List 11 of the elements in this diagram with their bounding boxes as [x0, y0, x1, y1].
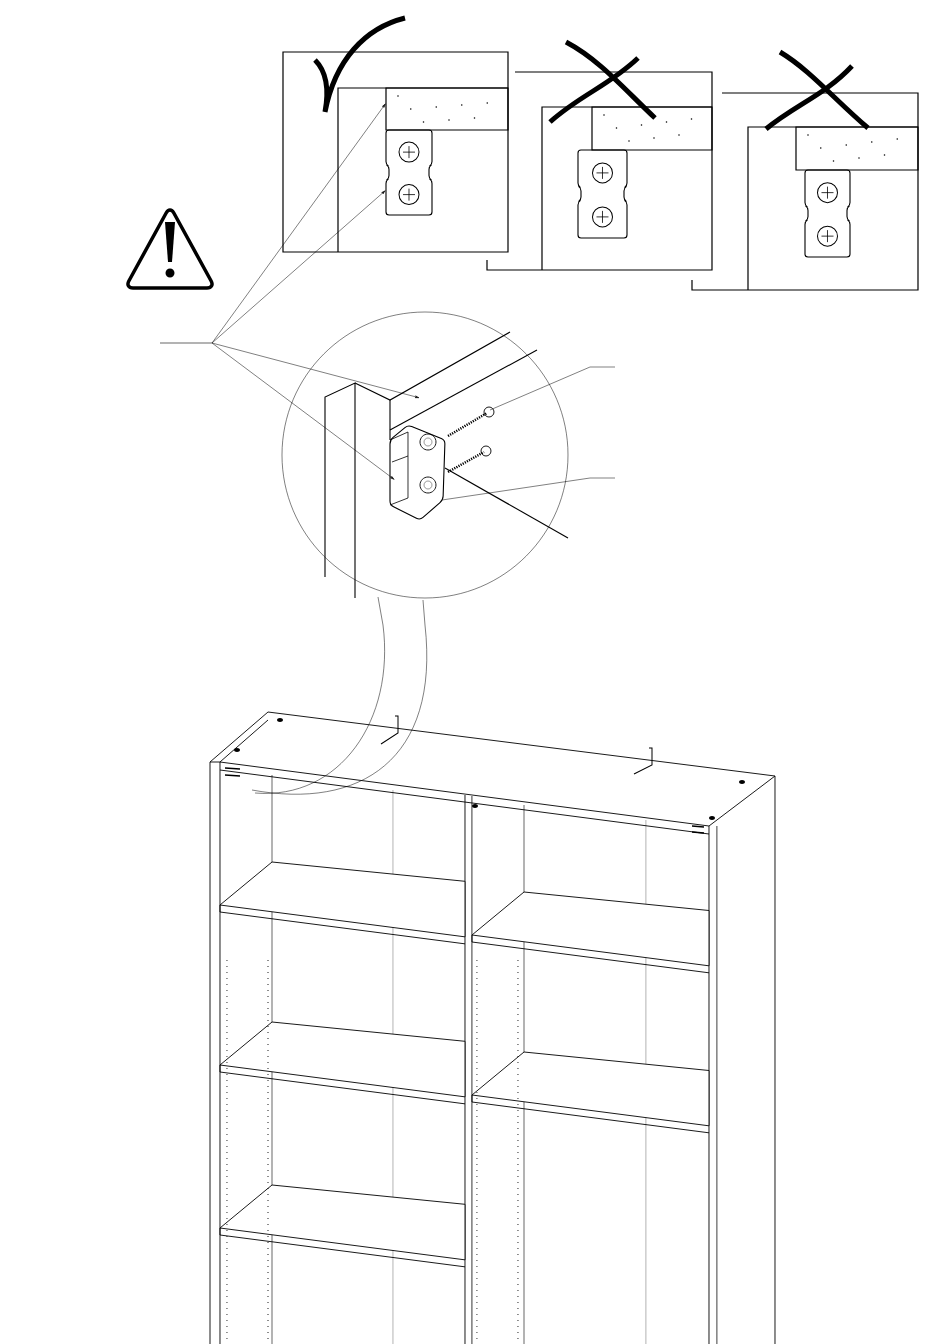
leader-line	[211, 103, 386, 344]
leader-line	[211, 342, 420, 398]
leader-line	[489, 366, 616, 411]
leader-line	[211, 190, 386, 344]
leader-line	[441, 477, 616, 501]
bookcase-drawing	[209, 711, 776, 1344]
magnified-detail-drawing	[251, 311, 569, 795]
joint-detail-drawing	[691, 92, 919, 291]
joint-detail-drawing	[486, 71, 713, 271]
leader-line	[211, 342, 395, 480]
joint-detail-drawing	[282, 51, 509, 253]
